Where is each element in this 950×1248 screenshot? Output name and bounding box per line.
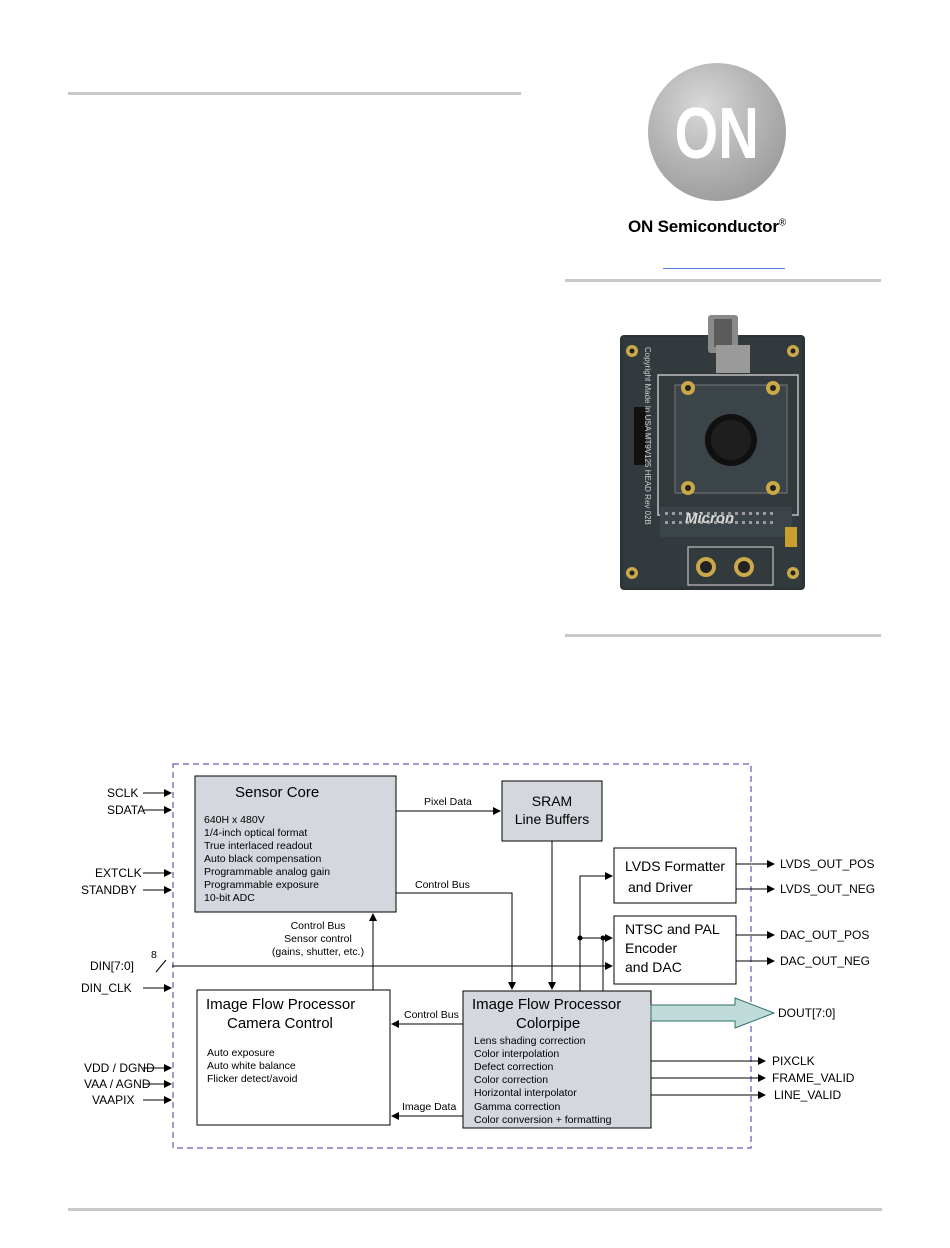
extclk-label: EXTCLK — [95, 866, 142, 880]
sram-title: SRAM — [532, 793, 572, 809]
ifp-colorpipe-feature: Gamma correction — [474, 1101, 561, 1113]
lvds-title: and Driver — [628, 879, 693, 895]
sensor-core-title: Sensor Core — [235, 784, 319, 801]
sensor-core-block: Sensor Core 640H x 480V 1/4-inch optical… — [194, 775, 397, 913]
image-data-label: Image Data — [402, 1101, 456, 1113]
registered-mark: ® — [778, 217, 786, 229]
sensor-control-label: Control Bus — [291, 920, 346, 932]
ifp-colorpipe-feature: Defect correction — [474, 1061, 554, 1073]
ntsc-title: NTSC and PAL — [625, 921, 720, 937]
header-rule-right — [565, 279, 881, 282]
lvds-neg-label: LVDS_OUT_NEG — [780, 882, 875, 896]
ifp-colorpipe-feature: Color correction — [474, 1074, 548, 1086]
bus-junction-dot — [577, 935, 583, 941]
brand-name-text: ON Semiconductor — [628, 217, 779, 236]
din-label: DIN[7:0] — [90, 959, 134, 973]
ifp-camera-feature: Flicker detect/avoid — [207, 1073, 298, 1085]
ntsc-encoder-block: NTSC and PAL Encoder and DAC — [613, 915, 737, 985]
sram-block: SRAM Line Buffers — [501, 780, 603, 842]
dac-neg-label: DAC_OUT_NEG — [780, 954, 870, 968]
sensor-core-feature: True interlaced readout — [204, 840, 312, 852]
din-bus-slash — [155, 959, 167, 973]
control-bus-left-label: Control Bus — [404, 1009, 459, 1021]
sclk-label: SCLK — [107, 786, 138, 800]
pixclk-label: PIXCLK — [772, 1054, 815, 1068]
control-bus-top-arrow — [396, 892, 516, 990]
ifp-colorpipe-title: Image Flow Processor — [472, 996, 621, 1013]
ifp-camera-feature: Auto exposure — [207, 1047, 275, 1059]
logo-text: ON — [675, 93, 759, 173]
sensor-core-feature: 10-bit ADC — [204, 892, 255, 904]
ifp-camera-feature: Auto white balance — [207, 1060, 296, 1072]
ifp-colorpipe-feature: Color conversion + formatting — [474, 1114, 612, 1126]
standby-label: STANDBY — [81, 883, 137, 897]
colorpipe-to-lvds-arrow — [579, 872, 613, 991]
ifp-colorpipe-feature: Lens shading correction — [474, 1035, 586, 1047]
board-silkscreen-vertical: Copyright Made In USA MT9V125 HEAD Rev 0… — [643, 347, 652, 525]
dout-bus-arrow — [650, 997, 776, 1029]
sensor-core-feature: Auto black compensation — [204, 853, 321, 865]
sensor-core-feature: 640H x 480V — [204, 814, 265, 826]
ifp-colorpipe-block: Image Flow Processor Colorpipe Lens shad… — [462, 990, 652, 1129]
sensor-core-feature: Programmable analog gain — [204, 866, 330, 878]
sensor-core-feature: Programmable exposure — [204, 879, 319, 891]
header-rule-left — [68, 92, 521, 95]
ifp-camera-control-block: Image Flow Processor Camera Control Auto… — [196, 989, 391, 1126]
vaa-label: VAA / AGND — [84, 1077, 151, 1091]
bus-junction-dot — [600, 935, 606, 941]
ifp-colorpipe-title: Colorpipe — [516, 1015, 580, 1032]
lvds-pos-label: LVDS_OUT_POS — [780, 857, 874, 871]
dac-pos-label: DAC_OUT_POS — [780, 928, 869, 942]
ifp-colorpipe-feature: Color interpolation — [474, 1048, 559, 1060]
bus-width-label: 8 — [151, 949, 157, 961]
ifp-camera-title: Image Flow Processor — [206, 996, 355, 1013]
brand-name: ON Semiconductor® — [628, 217, 828, 237]
ntsc-title: and DAC — [625, 959, 682, 975]
chip-boundary — [172, 763, 752, 1149]
pixel-data-label: Pixel Data — [424, 796, 472, 808]
ifp-colorpipe-feature: Horizontal interpolator — [474, 1087, 577, 1099]
vaapix-label: VAAPIX — [92, 1093, 134, 1107]
sensor-control-label: (gains, shutter, etc.) — [272, 946, 364, 958]
frame-valid-label: FRAME_VALID — [772, 1071, 855, 1085]
vdd-label: VDD / DGND — [84, 1061, 155, 1075]
control-bus-top-label: Control Bus — [415, 879, 470, 891]
board-silkscreen-logo: Micron — [685, 510, 734, 527]
photo-rule-bottom — [565, 634, 881, 637]
lvds-formatter-block: LVDS Formatter and Driver — [613, 847, 737, 904]
sram-title: Line Buffers — [515, 811, 589, 827]
line-valid-label: LINE_VALID — [774, 1088, 841, 1102]
sensor-core-feature: 1/4-inch optical format — [204, 827, 307, 839]
on-semiconductor-logo: ON — [648, 63, 786, 201]
website-link[interactable] — [663, 262, 785, 269]
lvds-title: LVDS Formatter — [625, 858, 725, 874]
ntsc-title: Encoder — [625, 940, 677, 956]
dout-label: DOUT[7:0] — [778, 1006, 835, 1020]
sdata-label: SDATA — [107, 803, 145, 817]
evaluation-board-photo: Micron Copyright Made In USA MT9V125 HEA… — [620, 315, 805, 590]
ifp-camera-title: Camera Control — [227, 1015, 333, 1032]
sensor-control-label: Sensor control — [284, 933, 352, 945]
footer-rule — [68, 1208, 882, 1211]
din-clk-label: DIN_CLK — [81, 981, 132, 995]
